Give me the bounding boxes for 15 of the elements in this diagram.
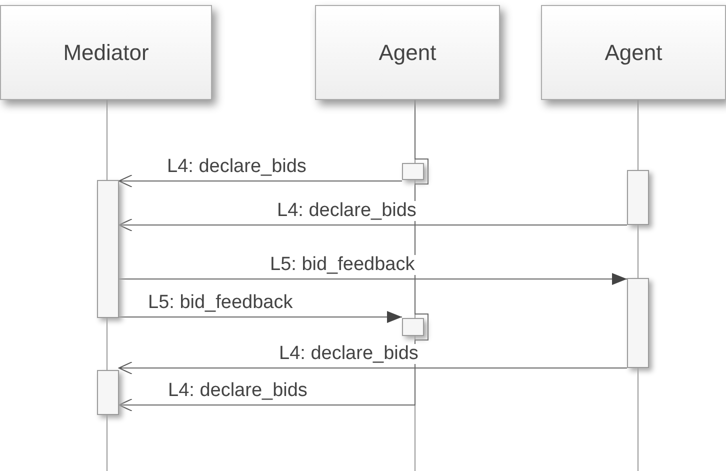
message-arrow xyxy=(118,362,628,374)
activation-bar xyxy=(627,170,649,225)
message-arrow xyxy=(118,311,402,323)
participant-box: Mediator xyxy=(0,5,212,100)
participant-box: Agent xyxy=(315,5,500,100)
participant-box: Agent xyxy=(541,5,726,100)
message-arrow xyxy=(118,174,402,188)
message-arrow xyxy=(118,273,628,285)
activation-bar xyxy=(97,180,119,318)
activation-bar xyxy=(627,278,649,368)
message-arrow xyxy=(118,218,628,232)
activation-bar xyxy=(97,370,119,415)
message-arrow xyxy=(118,100,428,412)
activation-bar xyxy=(402,318,424,336)
activation-bar xyxy=(402,163,424,180)
